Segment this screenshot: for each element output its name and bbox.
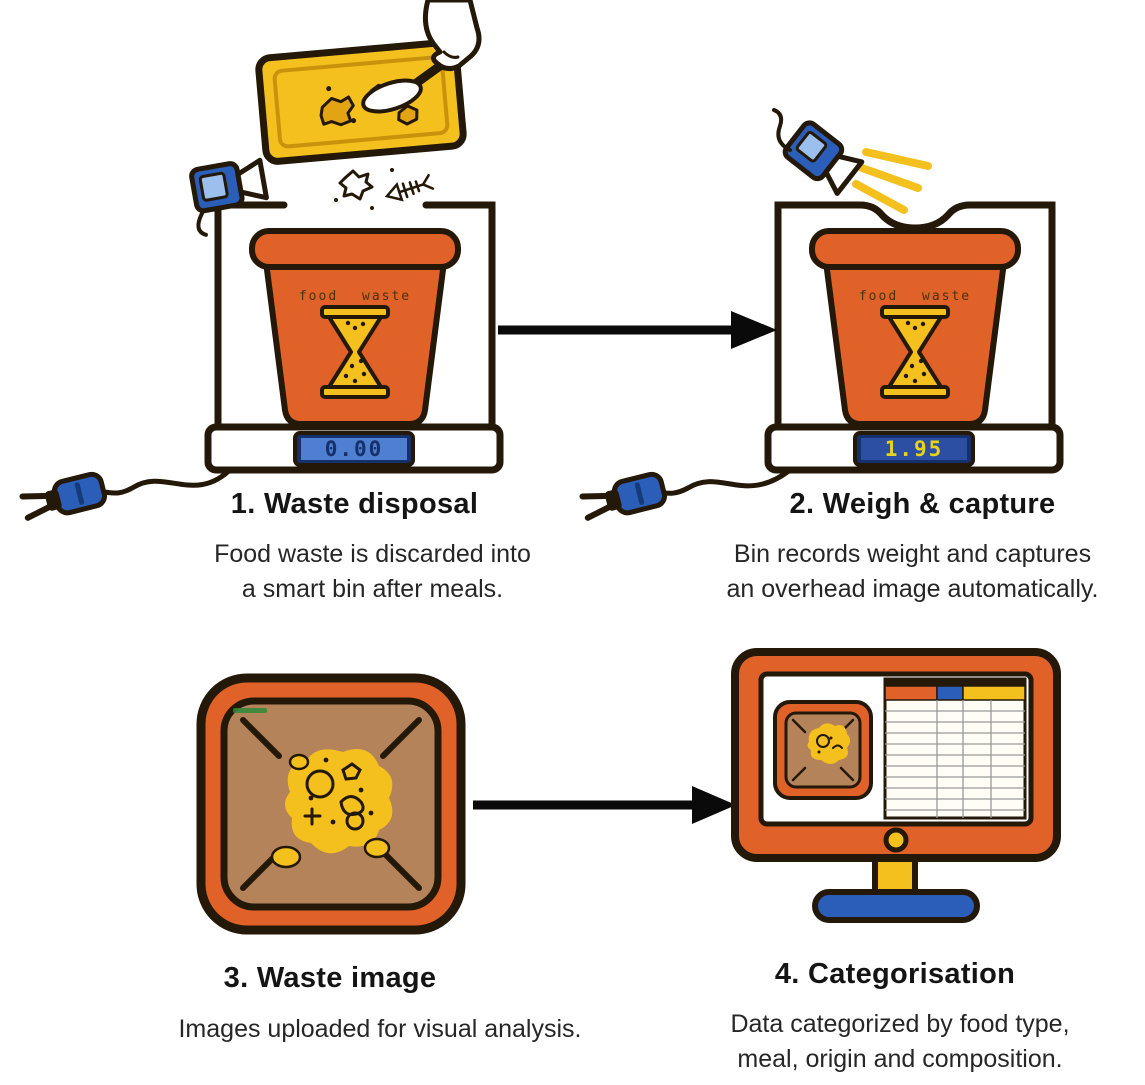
- hand: [422, 0, 482, 72]
- smart-bin: food waste: [249, 228, 461, 427]
- power-button: [883, 827, 909, 853]
- scale-display-value: 1.95: [885, 437, 944, 461]
- step3-title: 3. Waste image: [223, 962, 437, 994]
- camera-wire: [772, 108, 792, 152]
- bin-label: food waste: [859, 289, 971, 304]
- step3-description-line1: Images uploaded for visual analysis.: [178, 1015, 582, 1043]
- bin-label: food waste: [299, 289, 411, 304]
- illustration-step1-waste-disposal: food waste 0.00: [19, 0, 504, 521]
- step1-description-line1: Food waste is discarded into: [214, 540, 531, 568]
- power-plug-icon: [579, 471, 667, 521]
- illustration-step3-waste-image: [196, 673, 466, 935]
- arrow-step1-to-step2: [498, 311, 777, 349]
- smart-bin: food waste: [809, 228, 1021, 427]
- camera-icon: [189, 157, 269, 237]
- scale-display: 0.00: [293, 431, 415, 467]
- step2-description: Bin records weight and captures an overh…: [680, 537, 1145, 607]
- step2-description-line2: an overhead image automatically.: [726, 575, 1099, 603]
- data-table: [883, 677, 1027, 820]
- scale-display: 1.95: [853, 431, 975, 467]
- step3-description: Images uploaded for visual analysis.: [140, 1012, 620, 1047]
- power-plug-icon: [19, 471, 107, 521]
- step4-description: Data categorized by food type, meal, ori…: [685, 1007, 1115, 1077]
- step2-title: 2. Weigh & capture: [789, 488, 1056, 520]
- scale-base: 1.95: [764, 423, 1064, 474]
- food-waste-blob: [270, 749, 393, 869]
- illustration-step4-categorisation: [731, 648, 1061, 923]
- step1-description: Food waste is discarded into a smart bin…: [155, 537, 590, 607]
- monitor-stand: [812, 851, 980, 923]
- hourglass-icon: [880, 305, 950, 399]
- table-grid-lines: [885, 700, 1025, 818]
- scale-display-value: 0.00: [325, 437, 384, 461]
- step4-description-line2: meal, origin and composition.: [737, 1045, 1063, 1073]
- step4-description-line1: Data categorized by food type,: [730, 1010, 1070, 1038]
- mini-waste-photo: [773, 700, 873, 800]
- hourglass-icon: [320, 305, 390, 399]
- table-header-cell-yellow: [962, 685, 1026, 701]
- camera-flash-rays: [852, 148, 932, 214]
- step2-description-line1: Bin records weight and captures: [733, 540, 1092, 568]
- step1-title: 1. Waste disposal: [230, 488, 479, 520]
- step1-description-line2: a smart bin after meals.: [241, 575, 504, 603]
- arrow-step3-to-step4: [473, 786, 736, 824]
- illustration-step2-weigh-capture: food waste 1.95: [579, 108, 1064, 521]
- table-header-cell-orange: [884, 685, 938, 701]
- fish-skeleton-icon: [384, 174, 435, 202]
- falling-scraps: [334, 168, 435, 210]
- camera-overlay-mark: [233, 708, 267, 713]
- camera-icon: [782, 120, 865, 196]
- step4-title: 4. Categorisation: [774, 958, 1016, 990]
- table-header-cell-blue: [936, 685, 964, 701]
- scale-base: 0.00: [204, 423, 504, 474]
